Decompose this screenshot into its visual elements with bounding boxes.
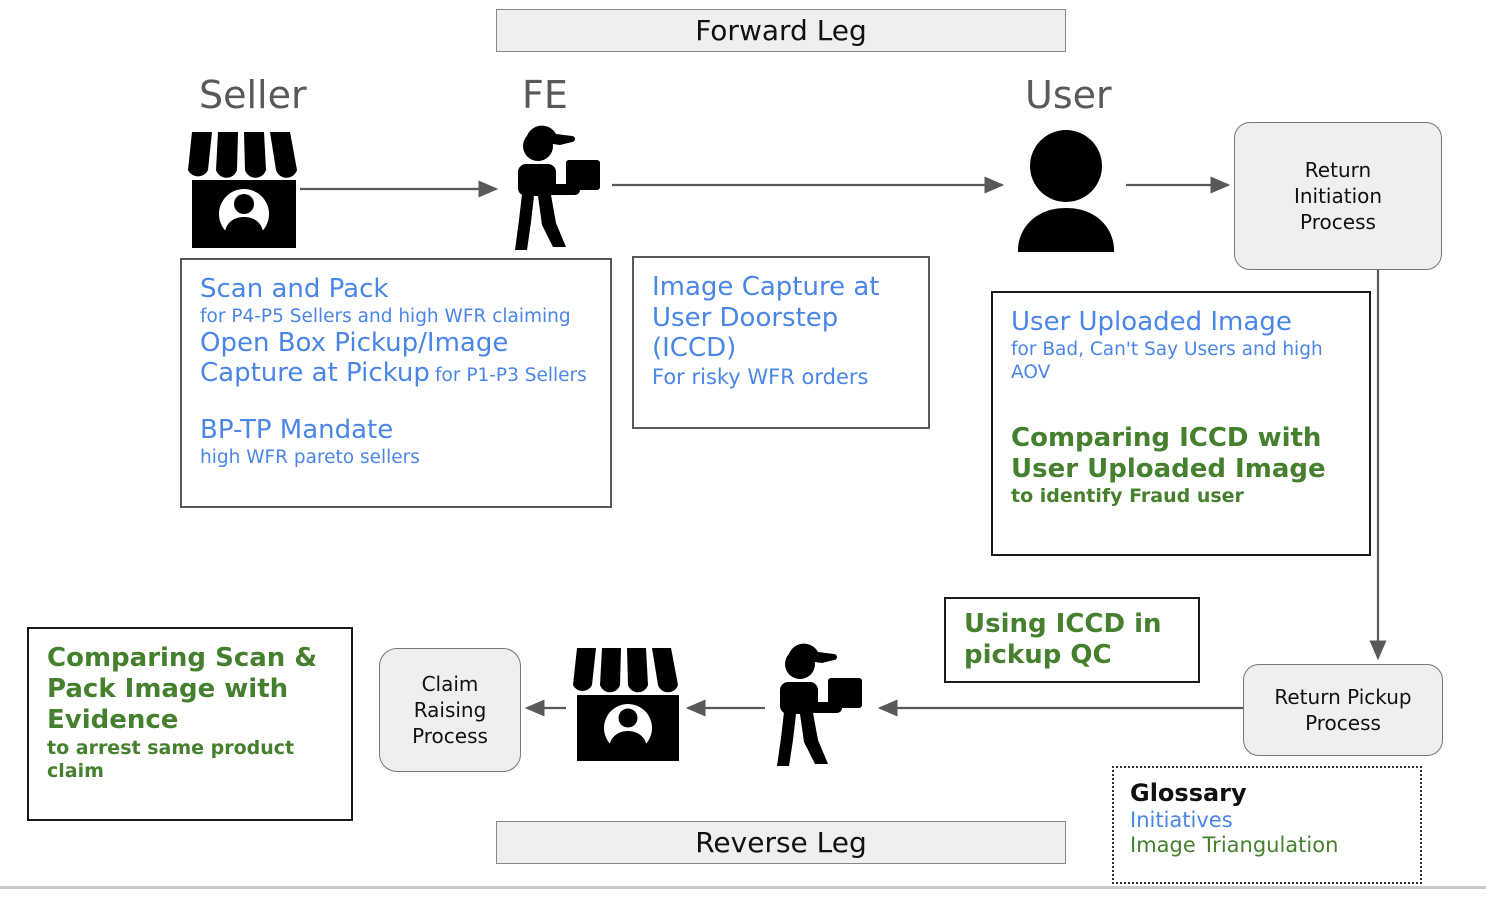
process-return-pickup[interactable]: Return Pickup Process [1243,664,1443,756]
note-fe-iccd: Image Capture at User Doorstep (ICCD) Fo… [632,256,930,429]
process-claim-raising-line-3: Process [412,724,488,748]
process-return-pickup-line-1: Return Pickup [1274,685,1412,709]
note-seller-line3-title: BP-TP Mandate [200,415,394,446]
glossary-item-initiatives: Initiatives [1130,807,1233,832]
glossary-item-image-triangulation: Image Triangulation [1130,833,1339,858]
glossary-panel: Glossary Initiatives Image Triangulation [1112,766,1422,884]
process-return-initiation[interactable]: Return Initiation Process [1234,122,1442,270]
process-return-initiation-line-3: Process [1300,210,1376,234]
actor-label-user: User [1025,73,1112,117]
note-seller-line2: Open Box Pickup/Image Capture at Pickup … [200,328,592,389]
reverse-leg-banner: Reverse Leg [496,821,1066,864]
delivery-person-icon [770,640,868,768]
person-icon [1011,128,1121,252]
process-return-initiation-line-2: Initiation [1293,184,1383,208]
note-scanpack-sub: to arrest same product claim [47,736,295,783]
note-fe-sub: For risky WFR orders [652,365,869,390]
process-claim-raising-line-2: Raising [413,698,487,722]
store-icon [571,644,685,764]
note-comparing-scanpack-evidence: Comparing Scan & Pack Image with Evidenc… [27,627,353,821]
note-user-spacer-2 [1011,410,1351,423]
note-seller-line1-sub: for P4-P5 Sellers and high WFR claiming [200,305,571,327]
note-seller-line2-title: Open Box Pickup/Image Capture at Pickup [200,327,509,389]
process-return-initiation-label: Return Initiation Process [1294,157,1382,235]
note-fe-title: Image Capture at User Doorstep (ICCD) [652,272,880,364]
note-seller-line3-sub: high WFR pareto sellers [200,446,420,468]
note-user-green-title: Comparing ICCD with User Uploaded Image [1011,422,1326,485]
process-claim-raising[interactable]: Claim Raising Process [379,648,521,772]
delivery-person-icon [508,122,606,252]
note-seller-line2-sub: for P1-P3 Sellers [435,365,587,387]
store-icon [186,128,302,250]
note-user-green-sub: to identify Fraud user [1011,485,1244,508]
note-scanpack-title: Comparing Scan & Pack Image with Evidenc… [47,643,318,736]
process-claim-raising-line-1: Claim [421,672,479,696]
note-seller-spacer [200,389,592,415]
note-iccd-qc-title: Using ICCD in pickup QC [964,608,1162,670]
note-user-title: User Uploaded Image [1011,307,1292,337]
process-return-pickup-label: Return Pickup Process [1274,684,1411,736]
note-user-uploaded-image: User Uploaded Image for Bad, Can't Say U… [991,291,1371,556]
note-seller-line1-title: Scan and Pack [200,274,389,304]
actor-label-fe: FE [522,73,568,117]
process-return-initiation-line-1: Return [1304,158,1372,182]
note-user-spacer [1011,384,1351,410]
glossary-title: Glossary [1130,779,1247,807]
forward-leg-banner: Forward Leg [496,9,1066,52]
note-using-iccd-pickup-qc: Using ICCD in pickup QC [944,597,1200,683]
note-seller-initiatives: Scan and Pack for P4-P5 Sellers and high… [180,258,612,508]
actor-label-seller: Seller [199,73,307,117]
process-claim-raising-label: Claim Raising Process [412,671,488,749]
note-user-sub: for Bad, Can't Say Users and high AOV [1011,338,1323,383]
process-return-pickup-line-2: Process [1305,711,1381,735]
bottom-divider [0,886,1486,889]
